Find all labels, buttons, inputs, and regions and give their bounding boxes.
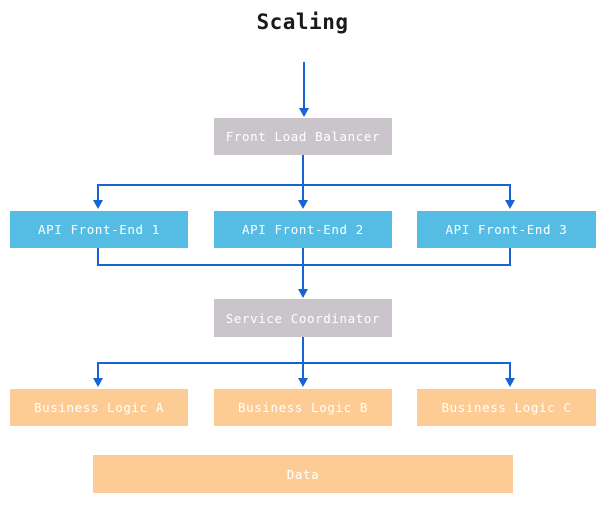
edge-api-3-to-coordinator-riser [509,248,511,266]
edge-load-balancer-to-api-3-arrowhead [505,200,515,209]
edge-api-merge-to-coordinator-stem [302,264,304,291]
edge-load-balancer-to-api-2-drop [302,184,304,203]
edge-coordinator-to-logic-a-drop [97,362,99,381]
node-service-coordinator[interactable]: Service Coordinator [214,299,392,337]
edge-coordinator-to-logic-b-arrowhead [298,378,308,387]
edge-ingress-to-load-balancer-stem [303,62,305,110]
edge-coordinator-to-logic-b-drop [302,362,304,381]
node-service-coordinator-label: Service Coordinator [225,310,381,326]
node-api-front-end-1[interactable]: API Front-End 1 [10,211,188,248]
edge-api-2-to-coordinator-riser [302,248,304,266]
node-data[interactable]: Data [93,455,513,493]
edge-load-balancer-to-api-2-arrowhead [298,200,308,209]
node-business-logic-a[interactable]: Business Logic A [10,389,188,426]
edge-coordinator-fanout-bus [97,362,511,364]
edge-load-balancer-to-api-1-arrowhead [93,200,103,209]
edge-load-balancer-fanout-bus [97,184,511,186]
node-api-front-end-3-label: API Front-End 3 [445,222,568,237]
node-business-logic-c-label: Business Logic C [441,400,572,415]
node-api-front-end-1-label: API Front-End 1 [38,222,160,237]
edge-api-merge-to-coordinator-arrowhead [298,289,308,298]
node-api-front-end-2-label: API Front-End 2 [242,222,364,237]
edge-load-balancer-fanout-stem [302,155,304,185]
edge-coordinator-fanout-stem [302,337,304,363]
edge-api-1-to-coordinator-riser [97,248,99,266]
node-front-load-balancer[interactable]: Front Load Balancer [214,118,392,155]
node-business-logic-b-label: Business Logic B [237,400,368,415]
page-title: Scaling [256,10,349,34]
node-api-front-end-2[interactable]: API Front-End 2 [214,211,392,248]
node-data-label: Data [286,466,320,482]
edge-load-balancer-to-api-3-drop [509,184,511,203]
edge-coordinator-to-logic-c-drop [509,362,511,381]
node-api-front-end-3[interactable]: API Front-End 3 [417,211,596,248]
edge-ingress-to-load-balancer-arrowhead [299,108,309,117]
node-front-load-balancer-label: Front Load Balancer [225,129,381,144]
node-business-logic-b[interactable]: Business Logic B [214,389,392,426]
node-business-logic-c[interactable]: Business Logic C [417,389,596,426]
edge-load-balancer-to-api-1-drop [97,184,99,203]
edge-api-merge-bus [97,264,511,266]
edge-coordinator-to-logic-a-arrowhead [93,378,103,387]
node-business-logic-a-label: Business Logic A [33,400,164,415]
edge-coordinator-to-logic-c-arrowhead [505,378,515,387]
